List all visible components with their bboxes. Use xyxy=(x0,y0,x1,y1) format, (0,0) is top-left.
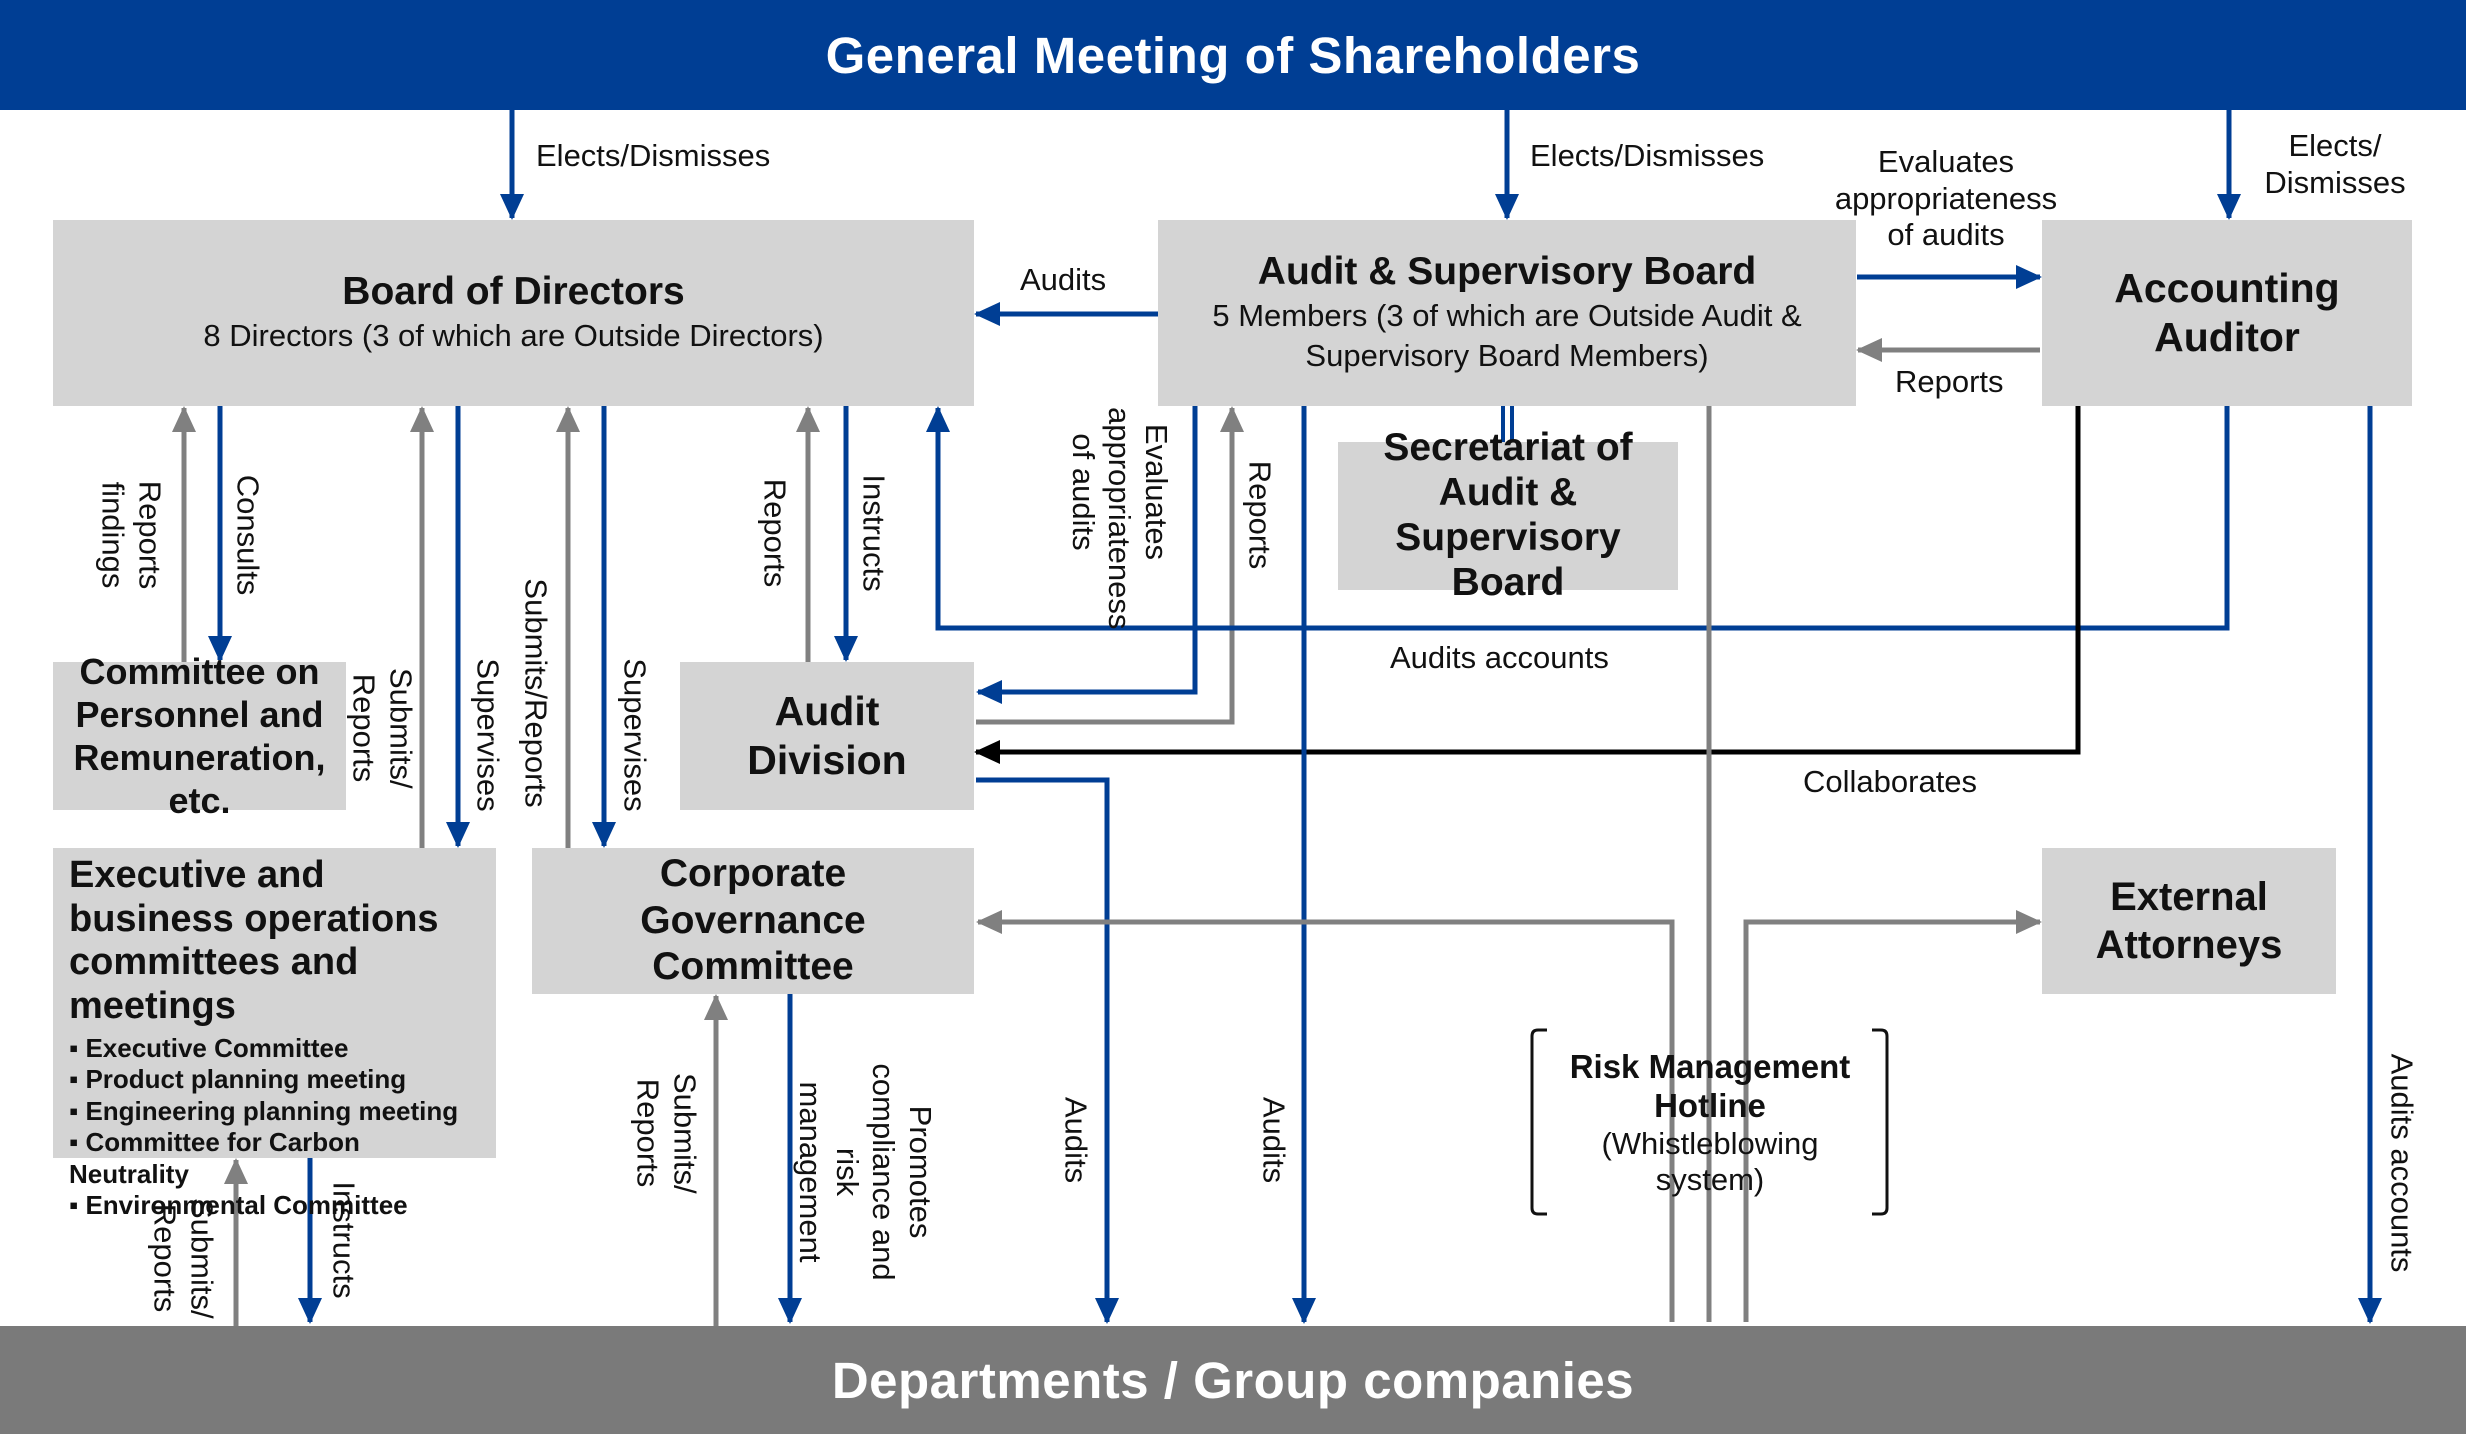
hotline-title: Risk Management Hotline xyxy=(1569,1048,1851,1124)
secretariat-title: Secretariat of Audit & Supervisory Board xyxy=(1383,426,1633,604)
label-audits-asb-dept: Audits xyxy=(1256,1096,1292,1184)
departments-title: Departments / Group companies xyxy=(831,1351,1635,1409)
label-submits-reports-exec: Submits/ Reports xyxy=(347,668,419,789)
exec-list: Executive Committee Product planning mee… xyxy=(69,1033,482,1222)
corporate-governance-committee-box: Corporate Governance Committee xyxy=(532,848,974,994)
label-submits-reports-dept-exec: Submits/ Reports xyxy=(148,1198,220,1319)
exec-list-item: Engineering planning meeting xyxy=(69,1096,482,1128)
shareholders-meeting-title: General Meeting of Shareholders xyxy=(825,26,1641,84)
hotline-label: Risk Management Hotline (Whistleblowing … xyxy=(1550,1048,1870,1199)
accounting-auditor-title: Accounting Auditor xyxy=(2114,264,2340,360)
label-evaluates-appropriateness: Evaluates appropriateness of audits xyxy=(1834,144,2058,253)
secretariat-box: Secretariat of Audit & Supervisory Board xyxy=(1338,426,1678,604)
accounting-auditor-box: Accounting Auditor xyxy=(2042,220,2412,406)
label-promotes: Promotes compliance and risk management xyxy=(793,1063,939,1281)
executive-committees-box: Executive and business operations commit… xyxy=(53,848,496,1220)
board-subtitle: 8 Directors (3 of which are Outside Dire… xyxy=(203,318,824,354)
asb-title: Audit & Supervisory Board xyxy=(1257,250,1757,294)
audit-division-box: Audit Division xyxy=(680,662,974,810)
label-reports-ad: Reports xyxy=(757,478,793,588)
exec-list-item: Committee for Carbon Neutrality xyxy=(69,1127,482,1190)
hotline-bracket-right xyxy=(1872,1028,1889,1216)
hotline-subtitle: (Whistleblowing system) xyxy=(1601,1125,1819,1198)
exec-list-item: Environmental Committee xyxy=(69,1190,482,1222)
arrow-collaborates xyxy=(974,382,2090,764)
arrow-hotline-attorneys xyxy=(1743,910,2042,1322)
label-reports-accounting: Reports xyxy=(1895,364,2004,399)
audit-supervisory-board-box: Audit & Supervisory Board 5 Members (3 o… xyxy=(1158,220,1856,406)
label-reports-findings: Reports findings xyxy=(96,480,168,590)
exec-list-item: Executive Committee xyxy=(69,1033,482,1065)
label-evaluates-ad: Evaluates appropriateness of audits xyxy=(1065,407,1174,630)
label-audits-board: Audits xyxy=(1020,262,1107,297)
label-elects-dismisses-asb: Elects/Dismisses xyxy=(1530,138,1765,173)
label-elects-dismisses-board: Elects/Dismisses xyxy=(536,138,771,173)
arrow-hotline-cgc xyxy=(976,910,1675,1322)
label-audits-accounts-right: Audits accounts xyxy=(2384,1053,2420,1273)
board-of-directors-box: Board of Directors 8 Directors (3 of whi… xyxy=(53,220,974,406)
label-collaborates: Collaborates xyxy=(1803,764,1978,799)
asb-subtitle: 5 Members (3 of which are Outside Audit … xyxy=(1212,298,1802,374)
external-attorneys-box: External Attorneys xyxy=(2042,848,2336,994)
label-instructs-ad: Instructs xyxy=(856,474,892,592)
arrow-ad-audits-dept xyxy=(976,777,1119,1324)
label-supervises-exec: Supervises xyxy=(470,658,506,812)
external-attorneys-title: External Attorneys xyxy=(2095,875,2283,967)
shareholders-meeting-bar: General Meeting of Shareholders xyxy=(0,0,2466,110)
label-consults: Consults xyxy=(230,474,266,596)
exec-title: Executive and business operations commit… xyxy=(69,854,439,1028)
label-elects-dismisses-accounting: Elects/ Dismisses xyxy=(2264,128,2406,200)
hotline-bracket-left xyxy=(1530,1028,1547,1216)
personnel-committee-title: Committee on Personnel and Remuneration,… xyxy=(73,650,326,822)
label-audits-accounts-mid: Audits accounts xyxy=(1390,640,1609,675)
departments-bar: Departments / Group companies xyxy=(0,1326,2466,1434)
label-supervises-cgc: Supervises xyxy=(617,658,653,812)
exec-list-item: Product planning meeting xyxy=(69,1064,482,1096)
label-submits-reports-cgc: Submits/Reports xyxy=(518,578,554,808)
label-audits-ad-dept: Audits xyxy=(1058,1096,1094,1184)
label-reports-asb: Reports xyxy=(1242,460,1278,570)
cgc-title: Corporate Governance Committee xyxy=(640,851,866,989)
label-instructs-exec: Instructs xyxy=(326,1181,362,1299)
personnel-committee-box: Committee on Personnel and Remuneration,… xyxy=(53,651,346,821)
audit-division-title: Audit Division xyxy=(747,687,907,783)
label-submits-reports-dept-cgc: Submits/ Reports xyxy=(631,1073,703,1194)
board-title: Board of Directors xyxy=(342,270,685,314)
